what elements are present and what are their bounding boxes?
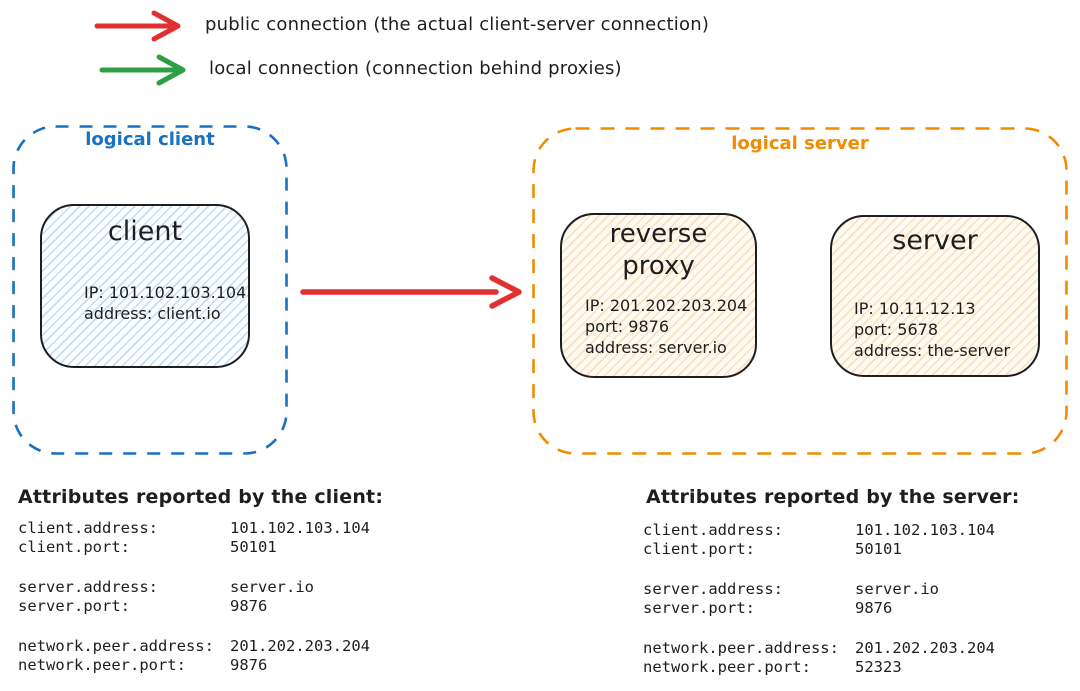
legend-public-connection-label: public connection (the actual client-ser… — [205, 14, 710, 35]
table-row: client.address: 101.102.103.104 — [18, 519, 370, 538]
dashed-rect — [532, 127, 1068, 455]
server-node-title: server — [892, 225, 978, 256]
server-node: server IP: 10.11.12.13 port: 5678 addres… — [830, 215, 1040, 377]
client-attributes-heading: Attributes reported by the client: — [18, 486, 384, 508]
table-row: server.address: server.io — [643, 580, 995, 599]
attr-value: 101.102.103.104 — [855, 521, 995, 539]
attr-key: server.address: — [18, 578, 158, 596]
attr-value: 201.202.203.204 — [855, 639, 995, 657]
reverse-proxy-node: reverse proxy IP: 201.202.203.204 port: … — [560, 213, 757, 378]
arrow-head — [156, 54, 186, 86]
legend-local-connection-label: local connection (connection behind prox… — [209, 58, 622, 79]
attr-key: client.port: — [643, 540, 755, 558]
logical-client-dashed-border — [12, 125, 288, 455]
attr-value: server.io — [855, 580, 939, 598]
client-node-details: IP: 101.102.103.104 address: client.io — [84, 282, 246, 324]
client-ip: IP: 101.102.103.104 — [84, 283, 247, 302]
table-row: network.peer.address: 201.202.203.204 — [643, 639, 995, 658]
table-row: client.address: 101.102.103.104 — [643, 521, 995, 540]
client-attributes-table: client.address: 101.102.103.104 client.p… — [18, 519, 370, 691]
attr-value: server.io — [230, 578, 314, 596]
reverse-proxy-node-title: reverse proxy — [609, 219, 708, 281]
logical-server-label: logical server — [731, 133, 869, 154]
attr-group-network-peer: network.peer.address: 201.202.203.204 ne… — [643, 639, 995, 677]
attr-value: 50101 — [230, 538, 277, 556]
attr-key: client.port: — [18, 538, 130, 556]
reverse-proxy-node-details: IP: 201.202.203.204 port: 9876 address: … — [585, 295, 747, 358]
server-attributes-table: client.address: 101.102.103.104 client.p… — [643, 521, 995, 691]
table-row: client.port: 50101 — [643, 540, 995, 559]
attr-key: server.port: — [643, 599, 755, 617]
attr-key: network.peer.port: — [18, 656, 186, 674]
attr-key: network.peer.address: — [18, 637, 214, 655]
logical-client-label: logical client — [85, 129, 215, 150]
table-row: client.port: 50101 — [18, 538, 370, 557]
client-address: address: client.io — [84, 304, 221, 323]
logical-client-group: logical client client IP: 101.102.103.10… — [12, 125, 288, 455]
table-row: network.peer.address: 201.202.203.204 — [18, 637, 370, 656]
attr-value: 201.202.203.204 — [230, 637, 370, 655]
server-attributes-heading: Attributes reported by the server: — [646, 486, 1020, 508]
proxy-address: address: server.io — [585, 338, 727, 357]
table-row: network.peer.port: 9876 — [18, 656, 370, 675]
attr-value: 9876 — [855, 599, 893, 617]
table-row: network.peer.port: 52323 — [643, 658, 995, 677]
client-node: client IP: 101.102.103.104 address: clie… — [40, 204, 250, 368]
client-node-title: client — [107, 216, 183, 247]
table-row: server.port: 9876 — [643, 599, 995, 618]
attr-key: network.peer.port: — [643, 658, 811, 676]
public-connection-arrow-icon — [94, 10, 181, 42]
arrow-head — [151, 10, 181, 42]
dashed-rect — [12, 125, 288, 455]
attr-group-server: server.address: server.io server.port: 9… — [18, 578, 370, 616]
attr-group-client: client.address: 101.102.103.104 client.p… — [643, 521, 995, 559]
attr-value: 52323 — [855, 658, 902, 676]
server-node-details: IP: 10.11.12.13 port: 5678 address: the-… — [854, 298, 1010, 361]
attr-key: server.address: — [643, 580, 783, 598]
arrow-head — [489, 275, 522, 309]
logical-server-dashed-border — [532, 127, 1068, 455]
attr-key: client.address: — [643, 521, 783, 539]
attr-value: 9876 — [230, 597, 268, 615]
local-connection-arrow-icon — [99, 54, 186, 86]
client-to-server-arrow-icon — [300, 275, 522, 309]
server-address: address: the-server — [854, 341, 1011, 360]
attr-group-server: server.address: server.io server.port: 9… — [643, 580, 995, 618]
attr-group-network-peer: network.peer.address: 201.202.203.204 ne… — [18, 637, 370, 675]
attr-key: client.address: — [18, 519, 158, 537]
proxy-ip: IP: 201.202.203.204 — [585, 296, 748, 315]
attr-value: 9876 — [230, 656, 268, 674]
attr-group-client: client.address: 101.102.103.104 client.p… — [18, 519, 370, 557]
attr-key: network.peer.address: — [643, 639, 839, 657]
logical-server-group: logical server reverse proxy IP: 201.202… — [532, 127, 1068, 455]
attr-value: 101.102.103.104 — [230, 519, 370, 537]
server-port: port: 5678 — [854, 320, 938, 339]
server-ip: IP: 10.11.12.13 — [854, 299, 976, 318]
attr-key: server.port: — [18, 597, 130, 615]
table-row: server.port: 9876 — [18, 597, 370, 616]
attr-value: 50101 — [855, 540, 902, 558]
proxy-port: port: 9876 — [585, 317, 669, 336]
table-row: server.address: server.io — [18, 578, 370, 597]
